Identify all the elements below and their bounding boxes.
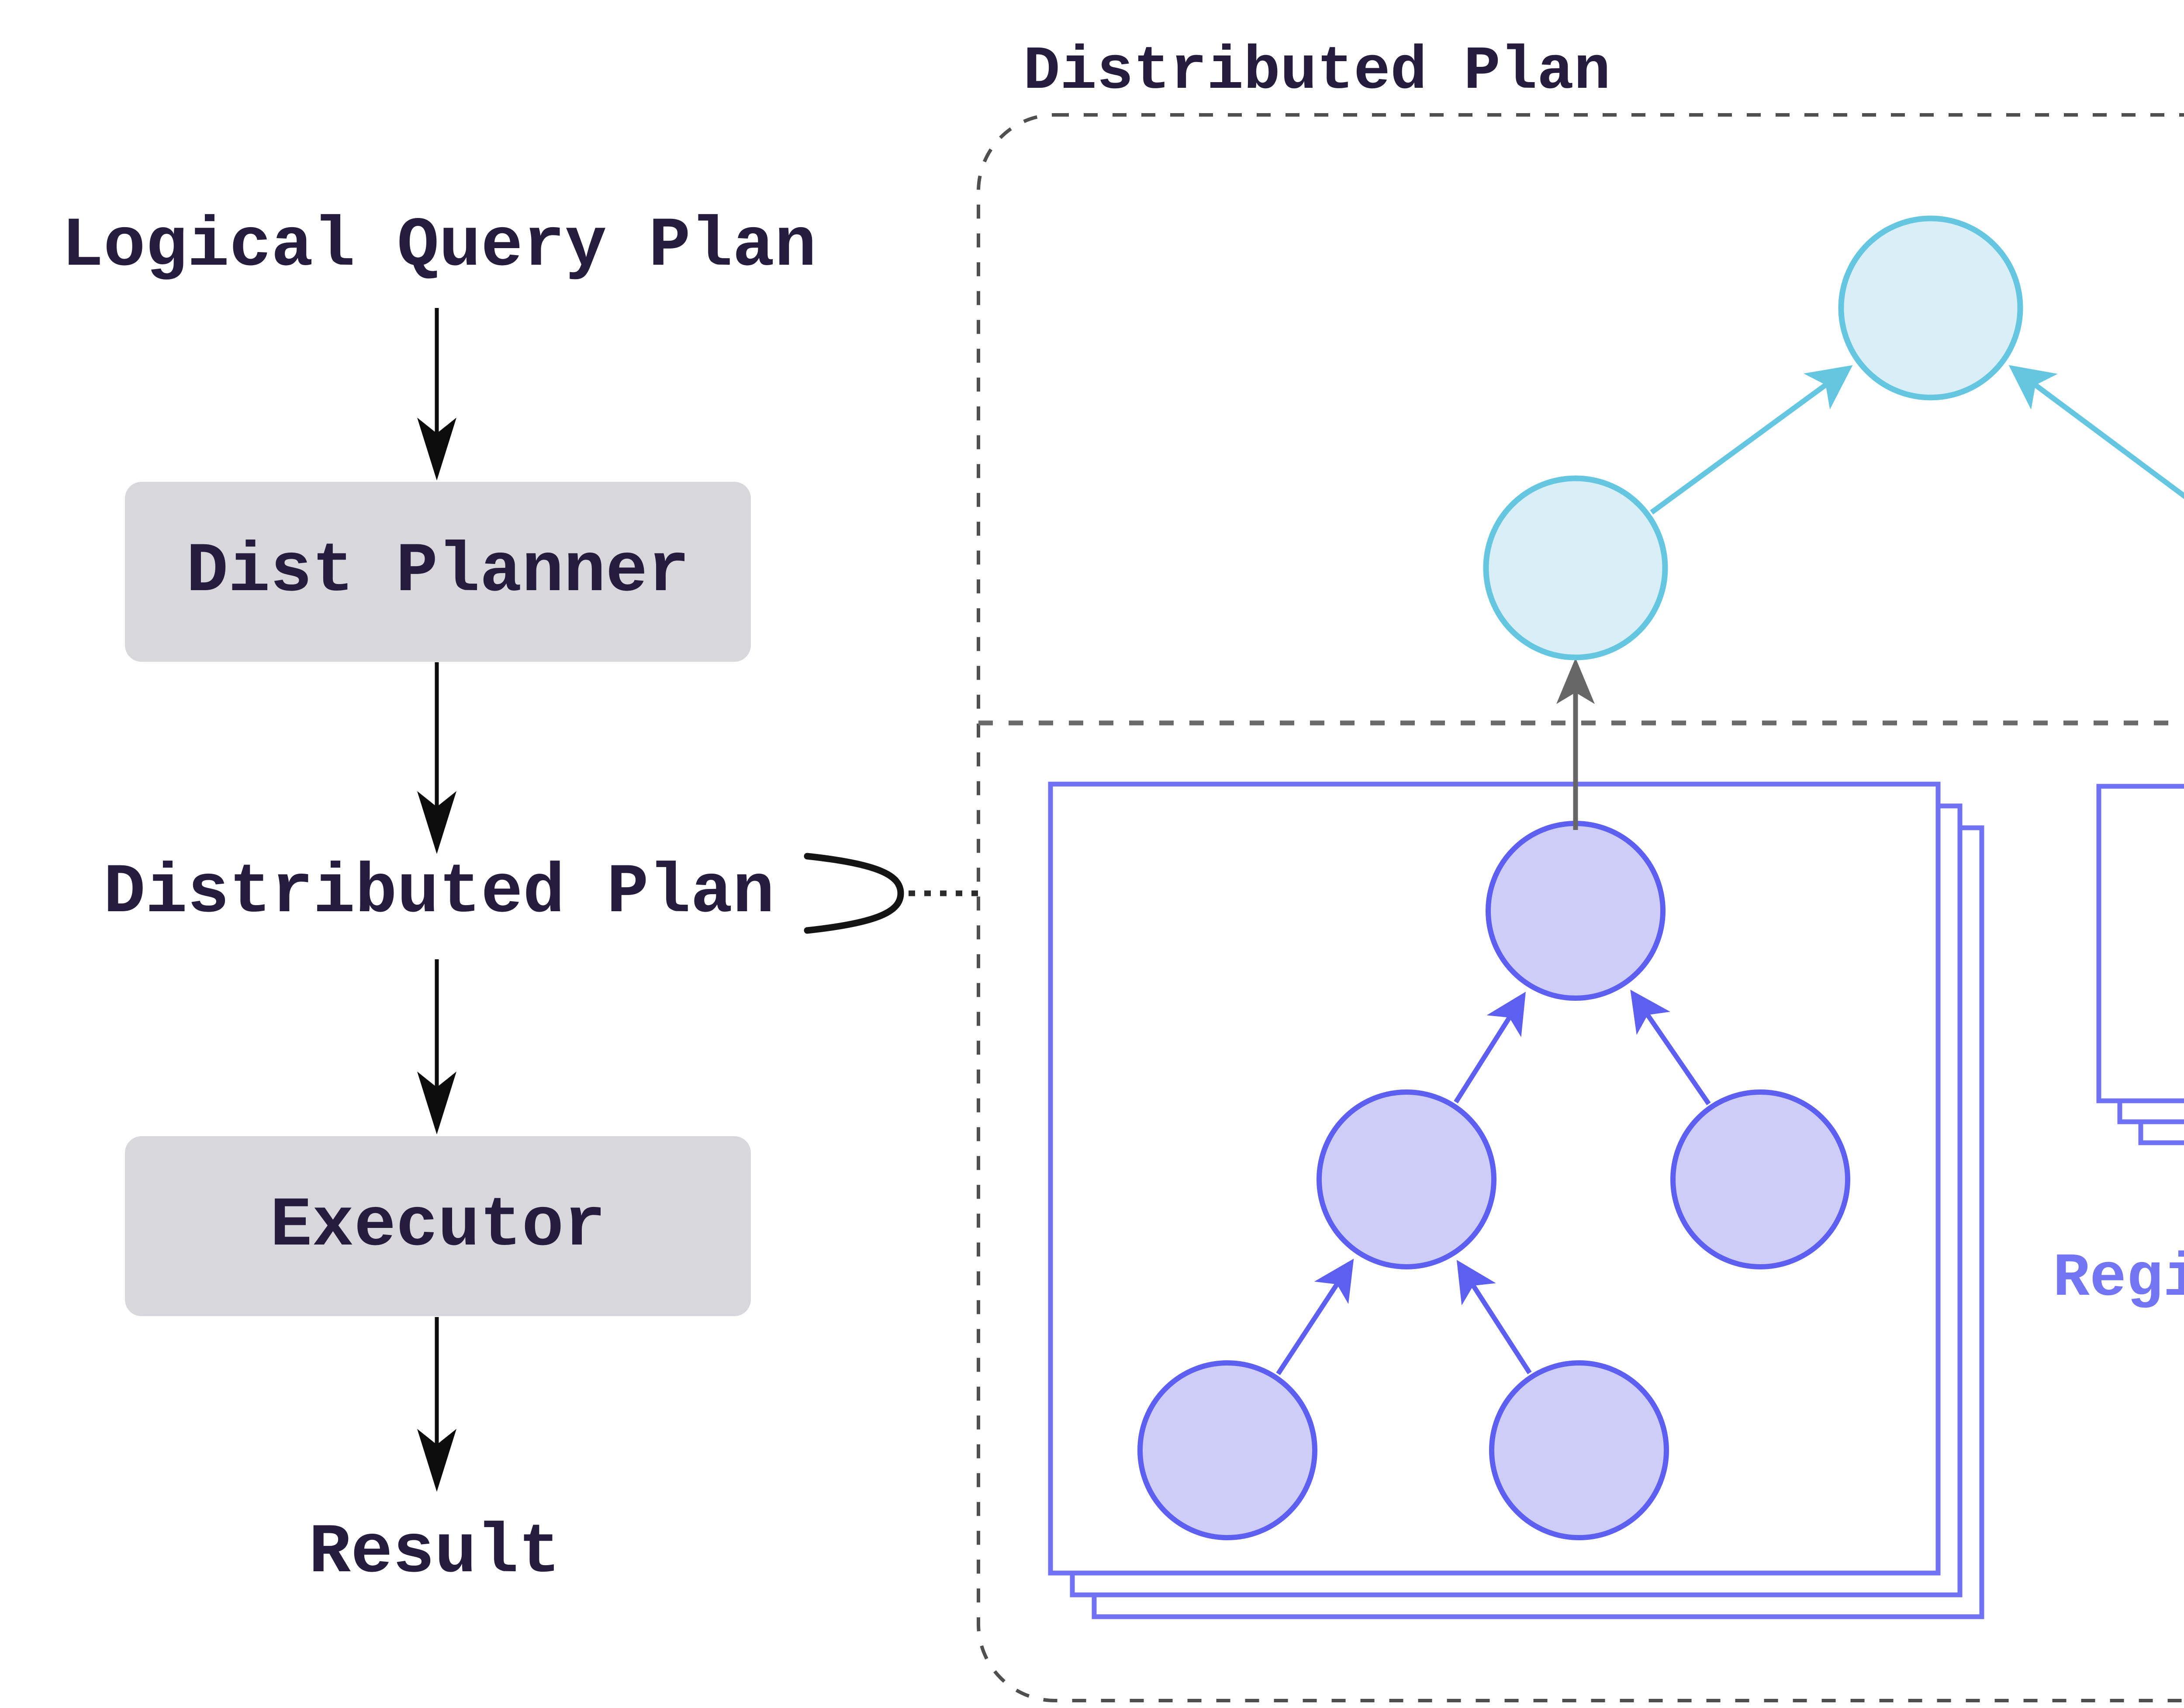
executor-box: Executor — [125, 1136, 751, 1316]
datanode-node-mid-left — [1317, 1089, 1496, 1269]
executor-label: Executor — [270, 1186, 606, 1266]
frontend-plan-nodes — [1483, 215, 2023, 660]
arrow-leafleft-to-midleft — [1276, 1259, 1354, 1376]
datanode-node-mid-right — [1670, 1089, 1850, 1269]
datanode-node-root — [1486, 821, 1666, 1001]
regions-label: Regions — [2053, 1244, 2184, 1314]
datanode-tree-arrows — [1276, 989, 1711, 1376]
distributed-plan-panel-title: Distributed Plan — [1023, 37, 1611, 107]
arrow-leafright-to-midleft — [1456, 1260, 1532, 1374]
datanode-node-leaf-left — [1137, 1360, 1317, 1540]
datanode-plan-nodes — [1137, 821, 1850, 1540]
frontend-tree-arrows — [1650, 365, 2184, 515]
dist-planner-box: Dist Planner — [125, 482, 751, 662]
distributed-plan-left-label: Distributed Plan — [103, 854, 775, 933]
datanode-node-leaf-right — [1489, 1360, 1669, 1540]
stage-crossing-arrows — [1556, 658, 1595, 830]
result-label: Result — [308, 1514, 561, 1593]
arrow-midright-to-root — [1630, 989, 1711, 1106]
region-stack-right — [2096, 784, 2184, 1145]
arrow-frontright-to-root — [2008, 365, 2184, 499]
logical-query-plan-label: Logical Query Plan — [61, 207, 817, 286]
arrow-midleft-to-root — [1454, 992, 1526, 1103]
arrow-frontleft-to-root — [1650, 365, 1853, 515]
region-stack-right-layer1 — [2096, 784, 2184, 1103]
distributed-plan-bracket — [804, 853, 904, 934]
frontend-node-left — [1483, 475, 1668, 660]
dist-planner-label: Dist Planner — [186, 532, 690, 612]
frontend-node-root — [1838, 215, 2023, 401]
distributed-plan-container — [977, 113, 2184, 1702]
